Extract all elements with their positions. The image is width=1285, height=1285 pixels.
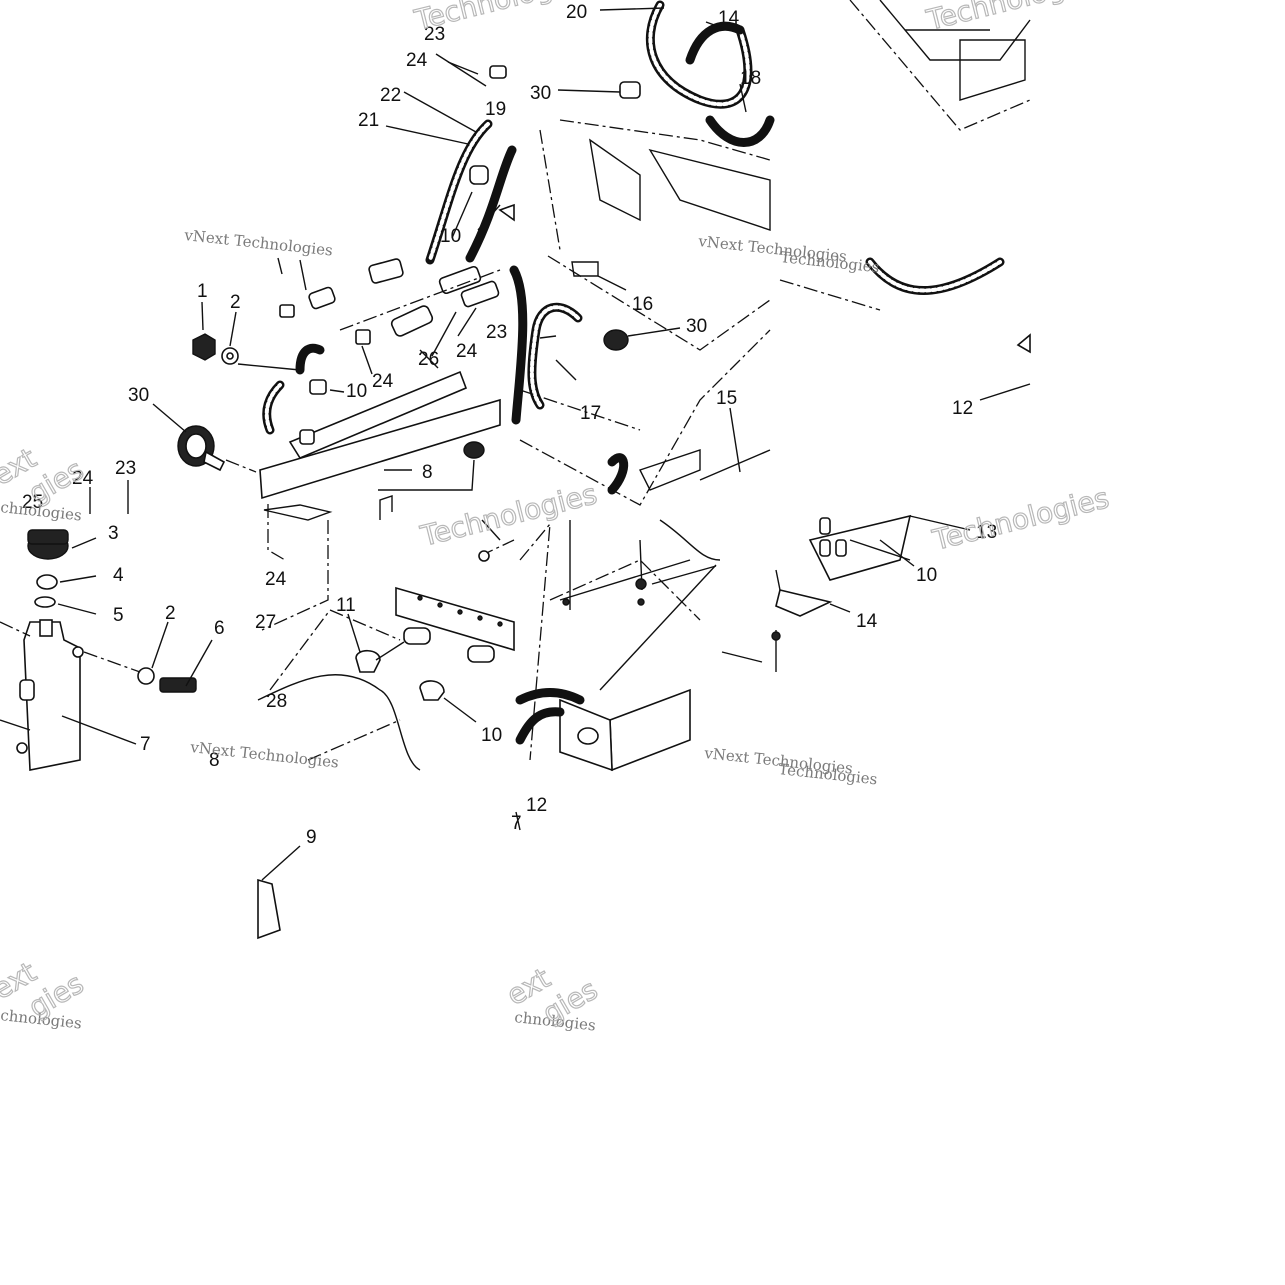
callout-25: 25 — [22, 492, 43, 513]
callout-9: 9 — [306, 827, 317, 848]
callout-13: 13 — [976, 522, 997, 543]
callout-30c: 30 — [128, 385, 149, 406]
callout-7: 7 — [140, 734, 151, 755]
watermark-technologies-2: Technologies — [778, 760, 879, 788]
watermark-brand-2: Technologies — [923, 0, 1106, 37]
watermarks: vNext Technologies vNext Technologies vN… — [0, 0, 1113, 1035]
callout-17: 17 — [580, 403, 601, 424]
tile-middle-right — [779, 257, 1031, 401]
callout-26: 26 — [418, 349, 439, 370]
tile-bottom-center — [257, 811, 521, 940]
callout-10: 10 — [440, 226, 461, 247]
callout-24e: 24 — [265, 569, 287, 590]
callout-3: 3 — [108, 523, 119, 544]
tile-top-middle-right — [539, 0, 775, 251]
callout-8b: 8 — [209, 750, 220, 771]
watermark-technologies-1: Technologies — [780, 248, 881, 276]
callout-8: 8 — [422, 462, 433, 483]
callout-12b: 12 — [526, 795, 547, 816]
callout-10d: 10 — [916, 565, 937, 586]
tile-center-right — [509, 255, 771, 506]
tile-lower-left — [0, 529, 213, 771]
callout-24b: 24 — [456, 341, 478, 362]
callout-23b: 23 — [486, 322, 507, 343]
tile-center — [259, 257, 501, 561]
watermark-brand-4: Technologies — [929, 481, 1112, 557]
callout-20: 20 — [566, 2, 587, 23]
callout-2: 2 — [230, 292, 241, 313]
tile-middle-left — [89, 301, 301, 514]
callout-18: 18 — [740, 68, 761, 89]
callout-22: 22 — [380, 85, 401, 106]
callout-23: 23 — [424, 24, 445, 45]
tile-top-right — [849, 0, 1031, 131]
callout-30: 30 — [530, 83, 551, 104]
callout-24d: 24 — [72, 468, 94, 489]
callout-5: 5 — [113, 605, 124, 626]
callout-10b: 10 — [346, 381, 367, 402]
callout-27: 27 — [255, 612, 276, 633]
callout-21: 21 — [358, 110, 379, 131]
callout-24: 24 — [406, 50, 428, 71]
callout-2b: 2 — [165, 603, 176, 624]
callout-14: 14 — [718, 8, 740, 29]
tile-lower-center — [257, 519, 515, 771]
callout-labels: 20 14 23 24 30 18 22 19 21 10 16 1 2 23 … — [22, 2, 997, 848]
callout-14b: 14 — [856, 611, 878, 632]
callout-19: 19 — [485, 99, 506, 120]
callout-12: 12 — [952, 398, 973, 419]
callout-10c: 10 — [481, 725, 502, 746]
callout-4: 4 — [113, 565, 124, 586]
callout-30b: 30 — [686, 316, 707, 337]
callout-7b: 7 — [511, 813, 522, 834]
callout-24c: 24 — [372, 371, 394, 392]
callout-15: 15 — [716, 388, 737, 409]
tile-lower-right — [771, 514, 971, 672]
watermark-brand-3: Technologies — [417, 477, 600, 553]
tile-lower-center-right — [515, 519, 763, 772]
tile-top-middle-left — [385, 53, 517, 265]
watermark-vnext-1: vNext Technologies — [183, 226, 334, 260]
callout-1: 1 — [197, 281, 208, 302]
callout-6: 6 — [214, 618, 225, 639]
callout-28: 28 — [266, 691, 287, 712]
callout-23c: 23 — [115, 458, 136, 479]
callout-16: 16 — [632, 294, 653, 315]
callout-11: 11 — [336, 595, 356, 616]
